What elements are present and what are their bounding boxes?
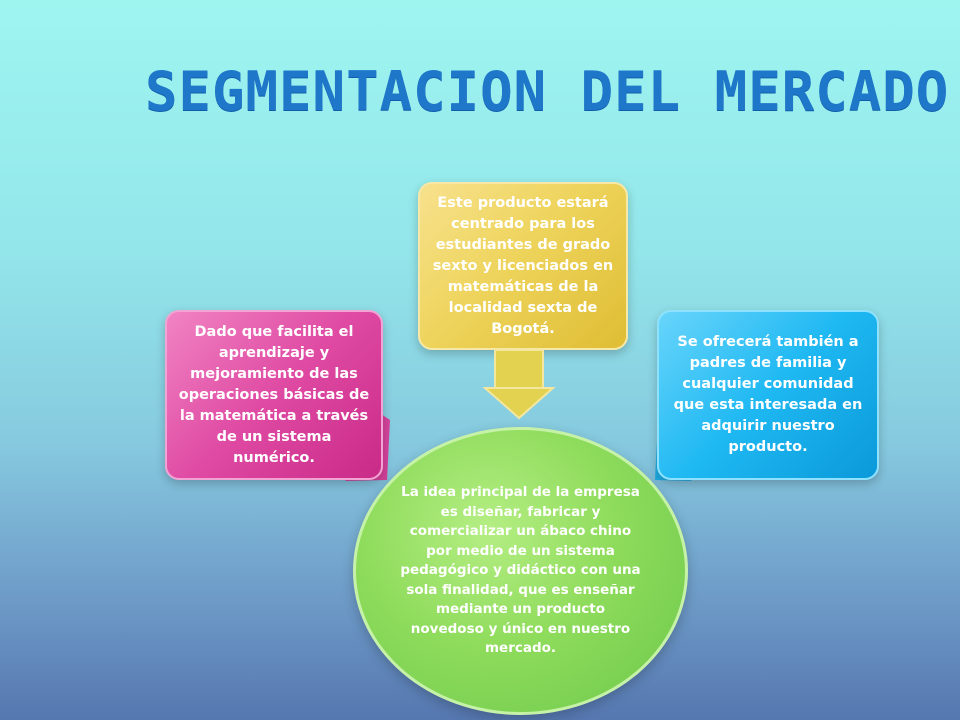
center-idea-text: La idea principal de la empresa es diseñ… (400, 484, 641, 657)
left-info-box: Dado que facilita el aprendizaje y mejor… (165, 310, 383, 480)
page-title: SEGMENTACION DEL MERCADO (145, 60, 950, 123)
top-info-text: Este producto estará centrado para los e… (432, 194, 614, 337)
center-idea-circle: La idea principal de la empresa es diseñ… (353, 427, 688, 715)
top-info-box: Este producto estará centrado para los e… (418, 182, 628, 350)
left-info-text: Dado que facilita el aprendizaje y mejor… (178, 323, 370, 466)
right-info-text: Se ofrecerá también a padres de familia … (673, 334, 863, 455)
right-info-box: Se ofrecerá también a padres de familia … (657, 310, 879, 480)
